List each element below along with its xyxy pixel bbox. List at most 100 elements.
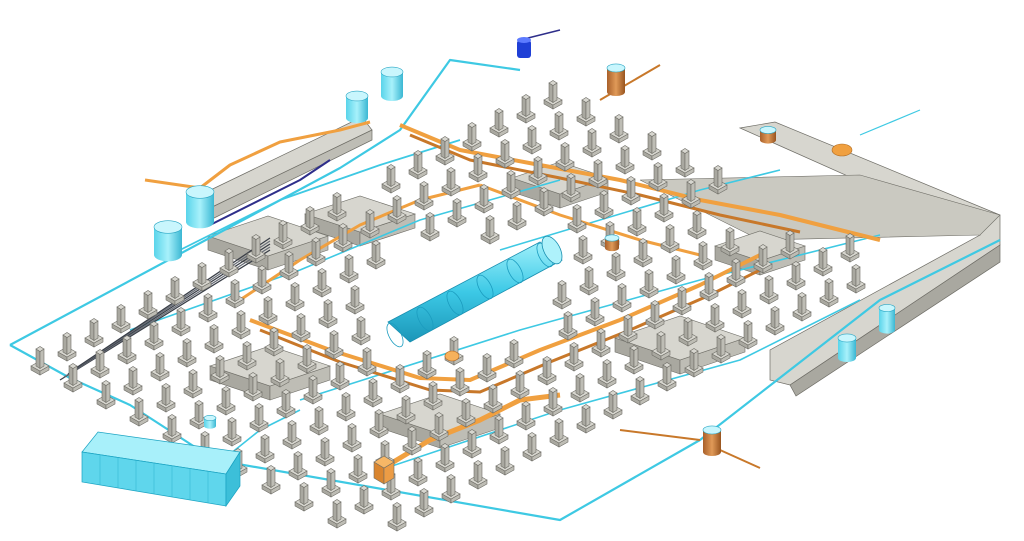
pedestal-stem: [182, 338, 192, 362]
column-pedestal-icon: [555, 142, 575, 172]
pedestal-footing: [297, 358, 317, 374]
column-pedestal-icon: [456, 398, 476, 428]
pedestal-stem: [194, 400, 204, 424]
vessel-icon: [517, 37, 531, 58]
pedestal-stem: [281, 389, 291, 413]
pedestal-stem: [671, 255, 681, 279]
column-pedestal-icon: [570, 373, 590, 403]
pedestal-stem: [539, 187, 549, 211]
pedestal-stem: [167, 414, 177, 438]
pedestal-stem: [818, 247, 828, 271]
pedestal-stem: [617, 283, 627, 307]
column-pedestal-icon: [96, 380, 116, 410]
column-pedestal-icon: [522, 125, 542, 155]
pedestal-footing: [819, 292, 839, 308]
pedestal-footing: [786, 275, 806, 291]
column-pedestal-icon: [630, 376, 650, 406]
pedestal-stem: [587, 128, 597, 152]
column-pedestal-icon: [198, 293, 218, 323]
column-pedestal-icon: [390, 364, 410, 394]
pedestal-stem: [626, 176, 636, 200]
pedestal-stem: [611, 252, 621, 276]
column-pedestal-icon: [150, 352, 170, 382]
column-pedestal-icon: [639, 269, 659, 299]
column-pedestal-icon: [408, 457, 428, 487]
pedestal-stem: [785, 230, 795, 254]
valve-icon: [444, 350, 460, 362]
column-pedestal-icon: [291, 313, 311, 343]
column-pedestal-icon: [420, 212, 440, 242]
process-feed-line-west: [144, 120, 371, 190]
pedestal-stem: [665, 224, 675, 248]
column-pedestal-icon: [246, 234, 266, 264]
pedestal-stem: [488, 384, 498, 408]
pedestal-stem: [395, 364, 405, 388]
pedestal-footing: [708, 179, 728, 195]
column-pedestal-icon: [222, 417, 242, 447]
column-pedestal-icon: [594, 190, 614, 220]
pedestal-stem: [254, 403, 264, 427]
pedestal-stem: [368, 378, 378, 402]
column-pedestal-icon: [408, 150, 428, 180]
pedestal-stem: [572, 204, 582, 228]
column-pedestal-icon: [597, 359, 617, 389]
column-pedestal-icon: [264, 327, 284, 357]
column-pedestal-icon: [363, 378, 383, 408]
column-pedestal-icon: [111, 304, 131, 334]
pedestal-stem: [692, 210, 702, 234]
column-pedestal-icon: [684, 348, 704, 378]
pedestal-footing: [312, 282, 332, 298]
column-pedestal-icon: [90, 349, 110, 379]
column-pedestal-icon: [285, 282, 305, 312]
column-pedestal-icon: [846, 264, 866, 294]
pedestal-stem: [737, 289, 747, 313]
pedestal-footing: [306, 251, 326, 267]
column-pedestal-icon: [417, 350, 437, 380]
column-pedestal-icon: [381, 164, 401, 194]
column-pedestal-icon: [204, 324, 224, 354]
pedestal-stem: [608, 390, 618, 414]
pedestal-stem: [554, 418, 564, 442]
column-pedestal-icon: [567, 204, 587, 234]
column-pedestal-icon: [819, 278, 839, 308]
pedestal-stem: [197, 262, 207, 286]
column-pedestal-icon: [711, 334, 731, 364]
pedestal-stem: [494, 108, 504, 132]
pedestal-footing: [264, 341, 284, 357]
column-pedestal-icon: [462, 429, 482, 459]
column-pedestal-icon: [165, 276, 185, 306]
vessel-icon: [759, 126, 777, 144]
pedestal-stem: [455, 367, 465, 391]
water-branch-2: [129, 179, 561, 331]
pedestal-stem: [326, 468, 336, 492]
column-pedestal-icon: [219, 248, 239, 278]
column-pedestal-icon: [261, 465, 281, 495]
pedestal-footing: [294, 496, 314, 512]
pedestal-stem: [263, 296, 273, 320]
column-pedestal-icon: [339, 254, 359, 284]
pedestal-stem: [203, 293, 213, 317]
column-pedestal-icon: [30, 346, 50, 376]
column-pedestal-icon: [369, 409, 389, 439]
column-pedestal-icon: [480, 215, 500, 245]
pump-icon: [837, 333, 857, 363]
pedestal-stem: [791, 261, 801, 285]
pedestal-stem: [743, 320, 753, 344]
column-pedestal-icon: [705, 303, 725, 333]
pedestal-stem: [419, 488, 429, 512]
pedestal-stem: [362, 347, 372, 371]
pedestal-stem: [101, 380, 111, 404]
pedestal-stem: [581, 97, 591, 121]
pedestal-stem: [341, 392, 351, 416]
pedestal-stem: [434, 412, 444, 436]
column-pedestal-icon: [483, 384, 503, 414]
pedestal-stem: [224, 248, 234, 272]
pedestal-stem: [308, 375, 318, 399]
vessel-ring: [386, 322, 404, 348]
pedestal-stem: [590, 297, 600, 321]
pedestal-stem: [293, 451, 303, 475]
column-pedestal-icon: [561, 173, 581, 203]
column-pedestal-icon: [651, 331, 671, 361]
pedestal-stem: [614, 114, 624, 138]
column-pedestal-icon: [678, 317, 698, 347]
